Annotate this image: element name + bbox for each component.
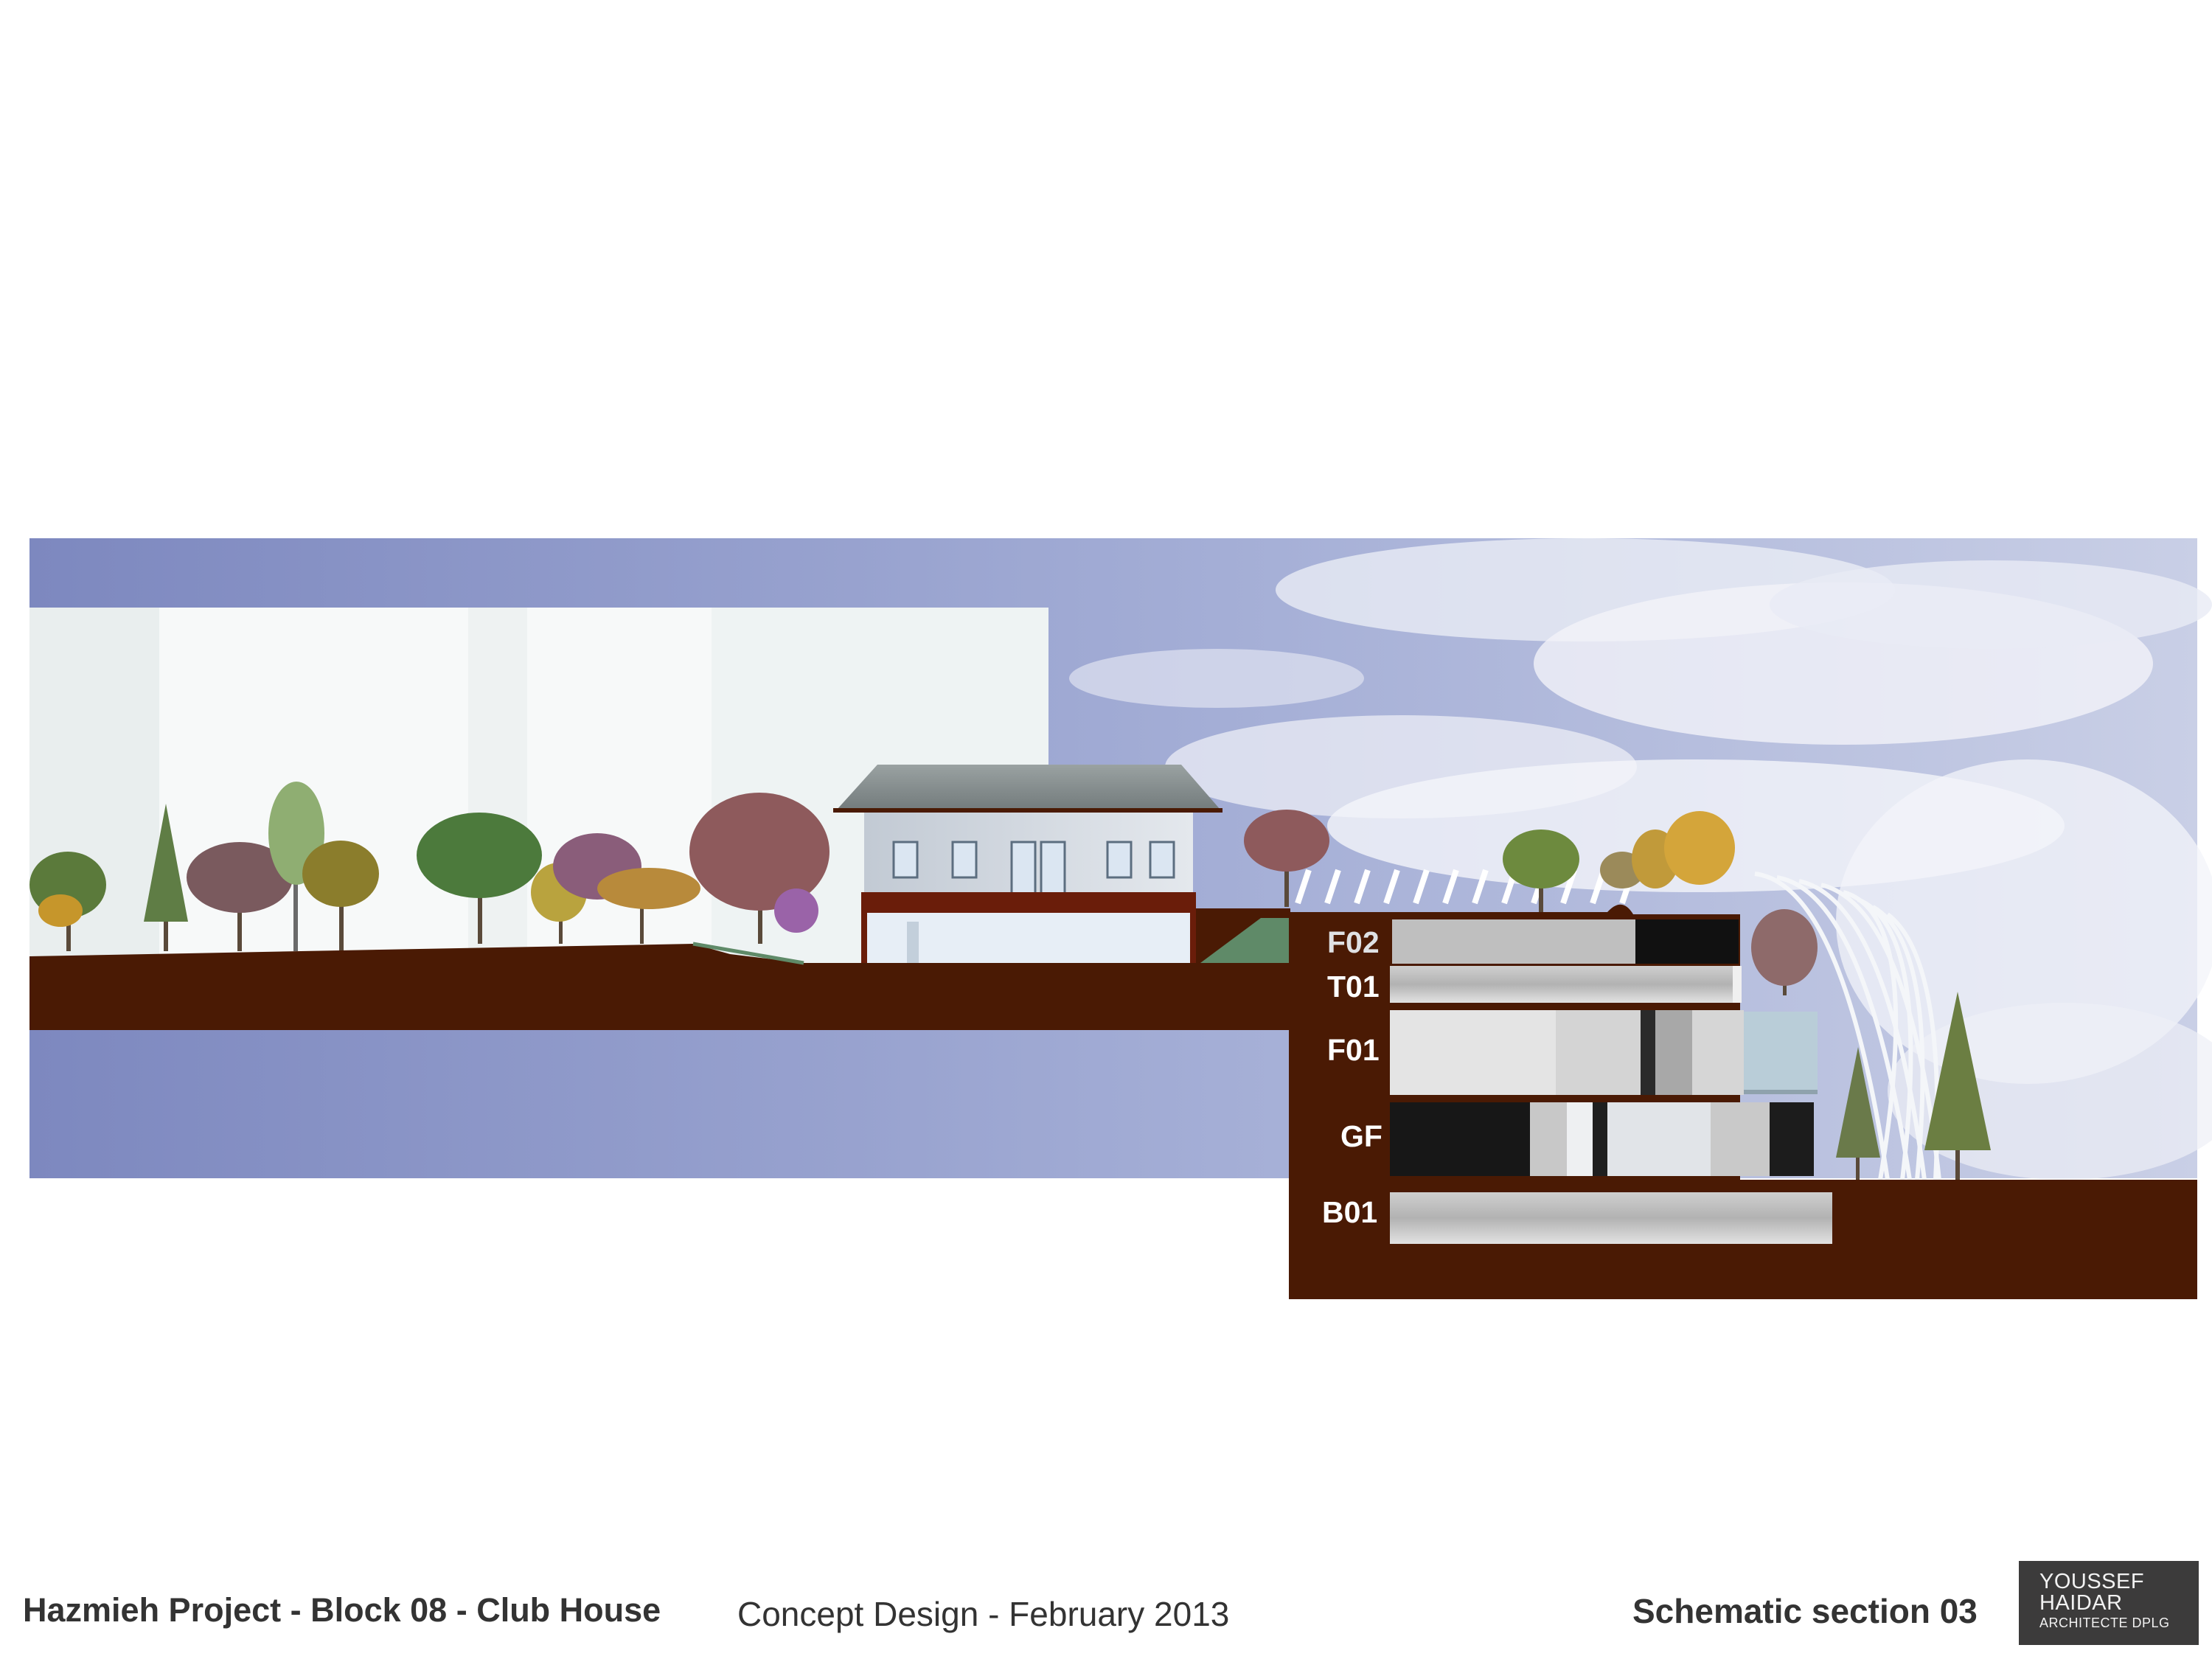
ground-section-left [29, 908, 1385, 1030]
sheet-title: Schematic section 03 [1632, 1592, 1978, 1630]
logo-line-2: HAIDAR [2039, 1591, 2123, 1615]
logo-line-1: YOUSSEF [2039, 1570, 2145, 1593]
tree-mid [1244, 810, 1329, 907]
project-title: Hazmieh Project - Block 08 - Club House [23, 1591, 661, 1629]
level-label-gf: GF [1340, 1119, 1382, 1153]
trees-left [29, 782, 830, 951]
logo-line-3: ARCHITECTE DPLG [2039, 1615, 2170, 1630]
level-label-b01: B01 [1322, 1195, 1377, 1229]
architect-logo: YOUSSEF HAIDAR ARCHITECTE DPLG [2019, 1561, 2199, 1645]
level-label-t01: T01 [1327, 970, 1380, 1004]
trees-right [1503, 811, 1991, 1180]
phase-label: Concept Design - February 2013 [737, 1595, 1230, 1633]
level-label-f02: F02 [1327, 925, 1380, 959]
club-building-section [1390, 919, 1832, 1244]
level-label-f01: F01 [1327, 1033, 1380, 1067]
clubhouse-pavilion [833, 765, 1222, 964]
